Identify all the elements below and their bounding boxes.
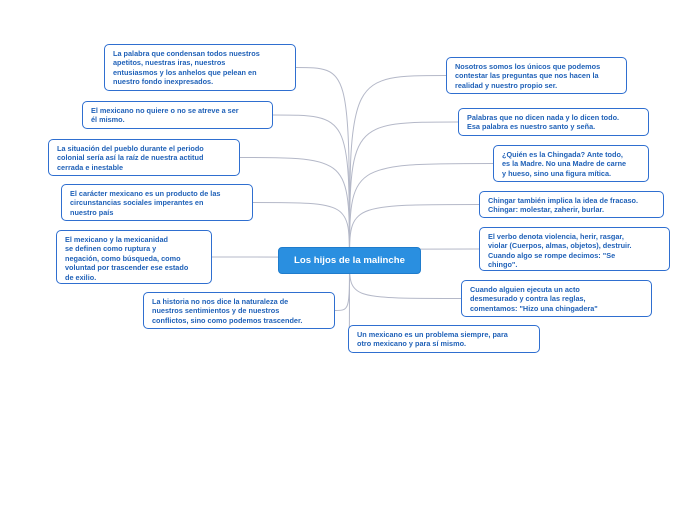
connector-n8 bbox=[349, 163, 494, 261]
topic-caracter-mexicano[interactable]: El carácter mexicano es un producto de l… bbox=[61, 184, 253, 221]
connector-n2 bbox=[239, 157, 350, 261]
connector-n1 bbox=[272, 114, 350, 261]
connector-n0 bbox=[295, 67, 350, 261]
topic-mexicano-no-quiere[interactable]: El mexicano no quiere o no se atreve a s… bbox=[82, 101, 273, 129]
topic-situacion-colonial[interactable]: La situación del pueblo durante el perio… bbox=[48, 139, 240, 176]
topic-nosotros-unicos[interactable]: Nosotros somos los únicos que podemos co… bbox=[446, 57, 627, 94]
connector-n7 bbox=[349, 121, 459, 261]
topic-verbo-violencia[interactable]: El verbo denota violencia, herir, rasgar… bbox=[479, 227, 670, 271]
topic-acto-desmesurado[interactable]: Cuando alguien ejecuta un acto desmesura… bbox=[461, 280, 652, 317]
topic-palabra-condensan[interactable]: La palabra que condensan todos nuestros … bbox=[104, 44, 296, 91]
topic-chingar-fracaso[interactable]: Chingar también implica la idea de fraca… bbox=[479, 191, 664, 218]
topic-quien-chingada[interactable]: ¿Quién es la Chingada? Ante todo, es la … bbox=[493, 145, 649, 182]
topic-mexicano-problema[interactable]: Un mexicano es un problema siempre, para… bbox=[348, 325, 540, 353]
topic-historia[interactable]: La historia no nos dice la naturaleza de… bbox=[143, 292, 335, 329]
connector-n6 bbox=[349, 75, 447, 261]
topic-mexicanidad[interactable]: El mexicano y la mexicanidad se definen … bbox=[56, 230, 212, 284]
central-topic[interactable]: Los hijos de la malinche bbox=[278, 247, 421, 274]
topic-palabras-no-dicen[interactable]: Palabras que no dicen nada y lo dicen to… bbox=[458, 108, 649, 136]
